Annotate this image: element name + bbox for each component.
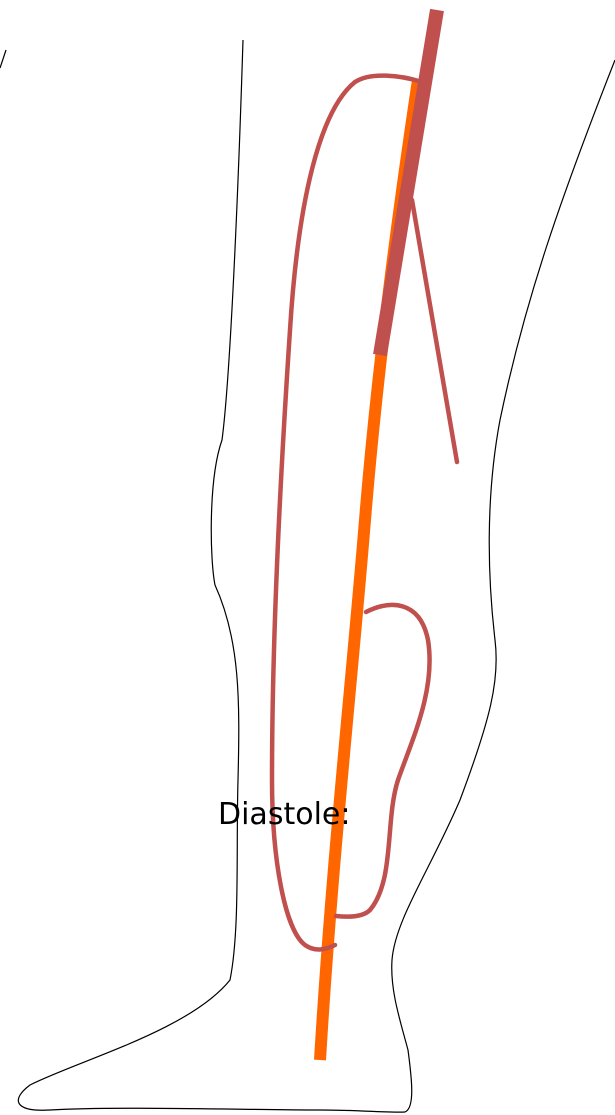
diastole-label: Diastole:: [218, 800, 350, 830]
branch-vessel-diagonal: [412, 200, 457, 462]
outline-fragment: [0, 50, 6, 68]
